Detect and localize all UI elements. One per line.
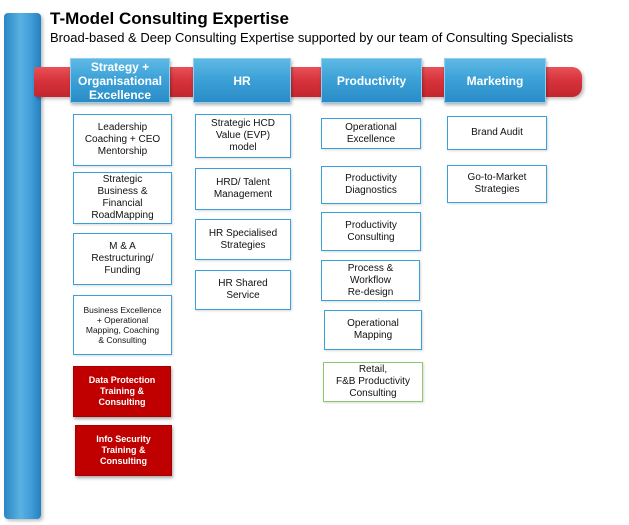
box-label: Productivity Consulting bbox=[345, 219, 397, 243]
header-strategy-label: Strategy + Organisational Excellence bbox=[77, 59, 163, 102]
header-hr-label: HR bbox=[233, 73, 251, 88]
box-label: HR Shared Service bbox=[218, 278, 268, 301]
box-label: Operational Excellence bbox=[345, 121, 397, 145]
box-m-and-a: M & A Restructuring/ Funding bbox=[73, 233, 172, 285]
page-title: T-Model Consulting Expertise bbox=[50, 9, 289, 28]
box-go-to-market: Go-to-Market Strategies bbox=[447, 165, 547, 203]
header-marketing: Marketing bbox=[444, 58, 546, 103]
box-strategic-hcd: Strategic HCD Value (EVP) model bbox=[195, 114, 291, 158]
box-business-excellence: Business Excellence + Operational Mappin… bbox=[73, 295, 172, 355]
vertical-bar bbox=[4, 13, 41, 519]
box-label: Retail, F&B Productivity Consulting bbox=[336, 364, 410, 399]
box-hrd-talent: HRD/ Talent Management bbox=[195, 168, 291, 210]
box-process-workflow: Process & Workflow Re-design bbox=[321, 260, 420, 301]
page-subtitle: Broad-based & Deep Consulting Expertise … bbox=[50, 30, 574, 45]
box-productivity-diagnostics: Productivity Diagnostics bbox=[321, 166, 421, 204]
header-productivity-label: Productivity bbox=[336, 73, 407, 88]
box-label: Operational Mapping bbox=[347, 318, 399, 341]
box-label: Strategic HCD Value (EVP) model bbox=[211, 118, 275, 153]
box-label: Process & Workflow Re-design bbox=[347, 262, 394, 298]
box-data-protection: Data Protection Training & Consulting bbox=[73, 366, 171, 417]
header-productivity: Productivity bbox=[321, 58, 422, 103]
box-hr-specialised: HR Specialised Strategies bbox=[195, 219, 291, 260]
box-operational-mapping: Operational Mapping bbox=[324, 310, 422, 350]
box-label: HRD/ Talent Management bbox=[213, 177, 273, 200]
box-leadership-coaching: Leadership Coaching + CEO Mentorship bbox=[73, 114, 172, 166]
header-marketing-label: Marketing bbox=[466, 73, 524, 88]
box-hr-shared: HR Shared Service bbox=[195, 270, 291, 310]
box-productivity-consulting: Productivity Consulting bbox=[321, 212, 421, 251]
box-label: HR Specialised Strategies bbox=[208, 227, 278, 251]
box-label: Productivity Diagnostics bbox=[345, 173, 397, 196]
box-label: Strategic Business & Financial RoadMappi… bbox=[91, 174, 154, 221]
box-label: Info Security Training & Consulting bbox=[96, 434, 151, 466]
box-brand-audit: Brand Audit bbox=[447, 116, 547, 150]
header-strategy: Strategy + Organisational Excellence bbox=[70, 58, 170, 103]
header-hr: HR bbox=[193, 58, 291, 103]
box-label: Brand Audit bbox=[471, 127, 523, 138]
box-label: Go-to-Market Strategies bbox=[467, 172, 527, 195]
box-label: Leadership Coaching + CEO Mentorship bbox=[84, 122, 161, 157]
box-label: Business Excellence + Operational Mappin… bbox=[83, 305, 162, 345]
box-label: Data Protection Training & Consulting bbox=[88, 375, 156, 407]
box-retail-fb: Retail, F&B Productivity Consulting bbox=[323, 362, 423, 402]
box-strategic-business: Strategic Business & Financial RoadMappi… bbox=[73, 172, 172, 224]
box-label: M & A Restructuring/ Funding bbox=[91, 241, 154, 276]
box-operational-excellence: Operational Excellence bbox=[321, 118, 421, 149]
box-info-security: Info Security Training & Consulting bbox=[75, 425, 172, 476]
